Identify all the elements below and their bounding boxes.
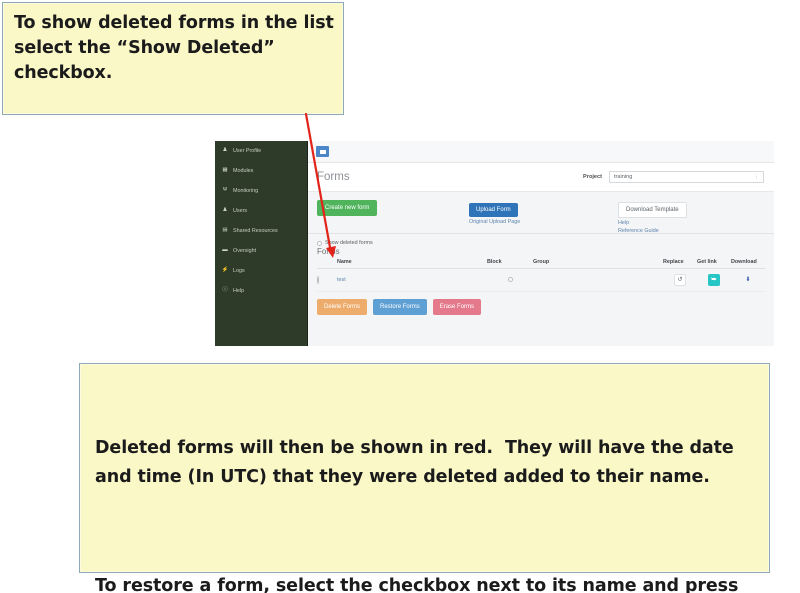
sidebar-item-modules[interactable]: ▦ Modules <box>215 161 307 181</box>
sidebar-item-oversight[interactable]: ▬ Oversight <box>215 241 307 261</box>
th-replace: Replace <box>663 259 697 269</box>
row-group-cell <box>533 268 588 292</box>
sidebar-item-label: Shared Resources <box>233 228 278 234</box>
project-label: Project <box>583 174 602 180</box>
delete-forms-button[interactable]: Delete Forms <box>317 299 368 315</box>
sidebar-item-label: Users <box>233 208 248 214</box>
download-cell: ⬇ <box>731 268 765 292</box>
grid-icon: ▦ <box>222 167 228 174</box>
app-sidebar: ♟ User Profile ▦ Modules Ψ Monitoring ♟ … <box>215 141 308 346</box>
project-select-value: training <box>614 174 633 180</box>
app-forms-list-area: Show deleted forms Forms Name Block Grou… <box>308 234 774 292</box>
project-select[interactable]: training ⋮ <box>609 171 764 183</box>
forms-list-heading: Forms <box>317 247 340 256</box>
row-select-checkbox[interactable] <box>317 276 319 284</box>
app-screenshot: ♟ User Profile ▦ Modules Ψ Monitoring ♟ … <box>215 141 774 346</box>
callout-bottom-text: Deleted forms will then be shown in red.… <box>95 376 757 593</box>
help-link[interactable]: Help <box>618 220 630 226</box>
user-icon: ♟ <box>222 147 228 154</box>
th-get-link: Get link <box>697 259 731 269</box>
database-icon: ▤ <box>222 227 228 234</box>
refresh-icon[interactable]: ↺ <box>674 274 686 286</box>
create-new-form-button[interactable]: Create new form <box>317 200 378 216</box>
sidebar-item-label: Modules <box>233 168 254 174</box>
show-deleted-forms-row[interactable]: Show deleted forms <box>317 240 765 246</box>
forms-action-buttons: Delete Forms Restore Forms Erase Forms <box>308 292 774 324</box>
callout-top: To show deleted forms in the list select… <box>2 2 344 115</box>
th-select <box>317 259 337 269</box>
page-title: Forms <box>317 171 350 183</box>
callout-bottom: Deleted forms will then be shown in red.… <box>79 363 770 593</box>
chevron-down-icon: ⋮ <box>754 174 759 180</box>
hamburger-icon[interactable] <box>316 146 329 157</box>
th-name: Name <box>337 259 487 269</box>
upload-group: Upload Form Original Upload Page <box>469 198 520 225</box>
original-upload-page-link[interactable]: Original Upload Page <box>469 219 521 225</box>
question-circle-icon: ⓘ <box>222 287 228 294</box>
row-spacer-cell <box>588 268 663 292</box>
upload-form-button[interactable]: Upload Form <box>469 203 518 217</box>
briefcase-icon: ▬ <box>222 247 228 254</box>
sidebar-item-logs[interactable]: ⚡ Logs <box>215 261 307 281</box>
user-icon: ♟ <box>222 207 228 214</box>
table-row: test ↺ ⮩ <box>317 268 765 292</box>
th-block: Block <box>487 259 533 269</box>
erase-forms-button[interactable]: Erase Forms <box>432 299 482 315</box>
bolt-icon: ⚡ <box>221 267 229 274</box>
app-bottom-edge <box>308 324 774 329</box>
show-deleted-forms-label: Show deleted forms <box>325 240 373 246</box>
sidebar-item-label: Help <box>233 288 245 294</box>
callout-bottom-paragraph-1: Deleted forms will then be shown in red.… <box>95 438 740 487</box>
form-name-link[interactable]: test <box>337 268 487 292</box>
forms-table-head: Name Block Group Replace Get link Downlo… <box>317 259 765 269</box>
download-icon[interactable]: ⬇ <box>745 277 751 283</box>
show-deleted-forms-checkbox[interactable] <box>317 240 322 246</box>
row-select-cell[interactable] <box>317 268 337 292</box>
download-template-button[interactable]: Download Template <box>618 202 687 218</box>
download-group: Download Template Help Reference Guide <box>618 198 687 234</box>
row-block-cell[interactable] <box>487 268 533 292</box>
reference-guide-link[interactable]: Reference Guide <box>618 228 659 234</box>
sidebar-item-help[interactable]: ⓘ Help <box>215 281 307 301</box>
sidebar-item-label: User Profile <box>233 148 262 154</box>
callout-bottom-paragraph-2: To restore a form, select the checkbox n… <box>95 576 739 593</box>
callout-top-text: To show deleted forms in the list select… <box>14 13 340 83</box>
th-download: Download <box>731 259 765 269</box>
sidebar-item-users[interactable]: ♟ Users <box>215 201 307 221</box>
sidebar-item-user-profile[interactable]: ♟ User Profile <box>215 141 307 161</box>
app-title-row: Forms Project training ⋮ <box>308 163 774 192</box>
signal-icon: Ψ <box>222 187 228 194</box>
replace-cell: ↺ <box>663 268 697 292</box>
th-group: Group <box>533 259 588 269</box>
row-block-checkbox[interactable] <box>507 276 513 282</box>
forms-table: Name Block Group Replace Get link Downlo… <box>317 259 765 292</box>
sidebar-item-label: Oversight <box>233 248 257 254</box>
get-link-cell: ⮩ <box>697 268 731 292</box>
project-selector-group: Project training ⋮ <box>583 171 764 183</box>
sidebar-item-label: Logs <box>233 268 245 274</box>
th-spacer <box>588 259 663 269</box>
app-main-content: Forms Project training ⋮ Create new form… <box>308 141 774 346</box>
sidebar-item-shared-resources[interactable]: ▤ Shared Resources <box>215 221 307 241</box>
app-action-row: Create new form Upload Form Original Upl… <box>308 192 774 234</box>
sidebar-item-monitoring[interactable]: Ψ Monitoring <box>215 181 307 201</box>
sidebar-item-label: Monitoring <box>233 188 259 194</box>
forms-table-body: test ↺ ⮩ <box>317 268 765 292</box>
app-topbar <box>308 141 774 163</box>
restore-forms-button[interactable]: Restore Forms <box>373 299 427 315</box>
share-icon[interactable]: ⮩ <box>708 274 720 286</box>
table-header-row: Name Block Group Replace Get link Downlo… <box>317 259 765 269</box>
